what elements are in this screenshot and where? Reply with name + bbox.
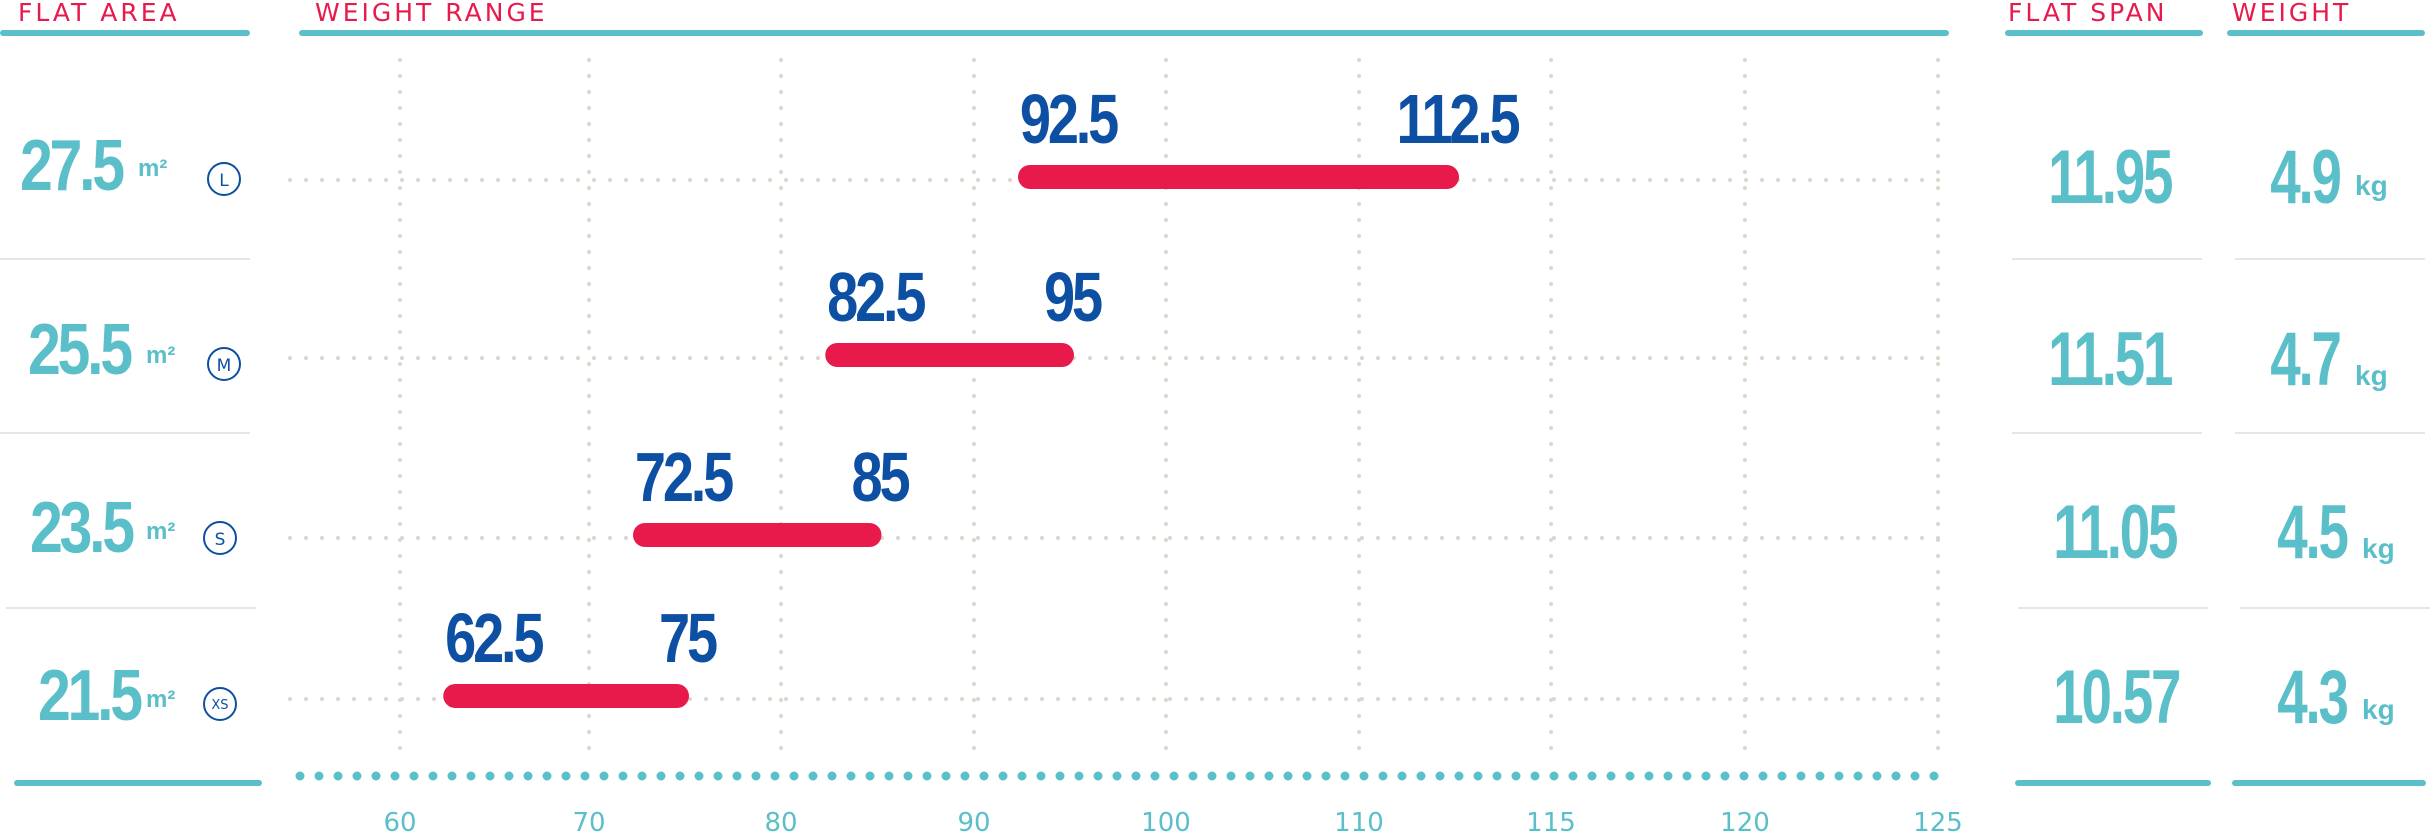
flat-area-value: 27.5 bbox=[20, 126, 125, 206]
weight-range-header: WEIGHT RANGE bbox=[315, 0, 548, 27]
x-tick-label: 90 bbox=[957, 808, 990, 833]
row-divider bbox=[2012, 258, 2202, 260]
row-divider bbox=[0, 258, 250, 260]
flat-area-value: 23.5 bbox=[30, 488, 135, 568]
flat-span-bottom-rule bbox=[2015, 780, 2211, 786]
x-tick-label: 100 bbox=[1141, 808, 1191, 833]
size-badge-m: M bbox=[207, 347, 241, 381]
size-badge-s: S bbox=[203, 521, 237, 555]
x-tick-label: 120 bbox=[1720, 808, 1770, 833]
weight-header-rule bbox=[2227, 30, 2425, 36]
flat-span-value: 11.05 bbox=[2053, 490, 2178, 575]
x-tick-label: 60 bbox=[383, 808, 416, 833]
weight-unit: kg bbox=[2362, 694, 2395, 725]
weight-value: 4.9 bbox=[2270, 135, 2342, 220]
row-divider bbox=[2235, 258, 2425, 260]
weight-unit: kg bbox=[2355, 170, 2388, 201]
flat-area-value: 21.5 bbox=[38, 656, 143, 736]
weight-bottom-rule bbox=[2232, 780, 2426, 786]
flat-span-header: FLAT SPAN bbox=[2008, 0, 2168, 27]
range-min-label: 62.5 bbox=[445, 600, 543, 677]
row-divider bbox=[0, 432, 250, 434]
x-tick-label: 115 bbox=[1526, 808, 1576, 833]
row-divider bbox=[2012, 432, 2202, 434]
size-badge-xs: XS bbox=[203, 687, 237, 721]
range-max-label: 95 bbox=[1044, 259, 1102, 336]
weight-header: WEIGHT bbox=[2232, 0, 2352, 27]
flat-area-value: 25.5 bbox=[28, 310, 133, 390]
flat-area-unit: m² bbox=[146, 686, 176, 713]
x-tick-label: 80 bbox=[764, 808, 797, 833]
flat-area-unit: m² bbox=[146, 342, 176, 369]
range-max-label: 112.5 bbox=[1396, 81, 1519, 158]
row-divider bbox=[2235, 432, 2425, 434]
weight-value: 4.3 bbox=[2277, 655, 2349, 740]
weight-unit: kg bbox=[2355, 360, 2388, 391]
weight-unit: kg bbox=[2362, 533, 2395, 564]
x-tick-label: 125 bbox=[1913, 808, 1963, 833]
flat-area-header: FLAT AREA bbox=[18, 0, 180, 27]
flat-area-bottom-rule bbox=[14, 780, 262, 786]
flat-span-header-rule bbox=[2005, 30, 2203, 36]
range-max-label: 85 bbox=[852, 439, 910, 516]
flat-area-header-rule bbox=[0, 30, 250, 36]
flat-area-unit: m² bbox=[138, 155, 168, 182]
range-max-label: 75 bbox=[659, 600, 717, 677]
flat-area-unit: m² bbox=[146, 518, 176, 545]
row-divider bbox=[2018, 607, 2208, 609]
weight-value: 4.7 bbox=[2270, 317, 2342, 402]
row-divider bbox=[2240, 607, 2430, 609]
row-divider bbox=[6, 607, 256, 609]
flat-span-value: 11.51 bbox=[2048, 317, 2173, 402]
range-min-label: 72.5 bbox=[635, 439, 733, 516]
flat-span-value: 10.57 bbox=[2053, 655, 2181, 740]
flat-span-value: 11.95 bbox=[2048, 135, 2173, 220]
x-tick-label: 110 bbox=[1334, 808, 1384, 833]
range-min-label: 82.5 bbox=[827, 259, 925, 336]
range-min-label: 92.5 bbox=[1020, 81, 1118, 158]
weight-value: 4.5 bbox=[2277, 490, 2349, 575]
weight-range-header-rule bbox=[299, 30, 1949, 36]
size-badge-l: L bbox=[207, 162, 241, 196]
x-tick-label: 70 bbox=[572, 808, 605, 833]
